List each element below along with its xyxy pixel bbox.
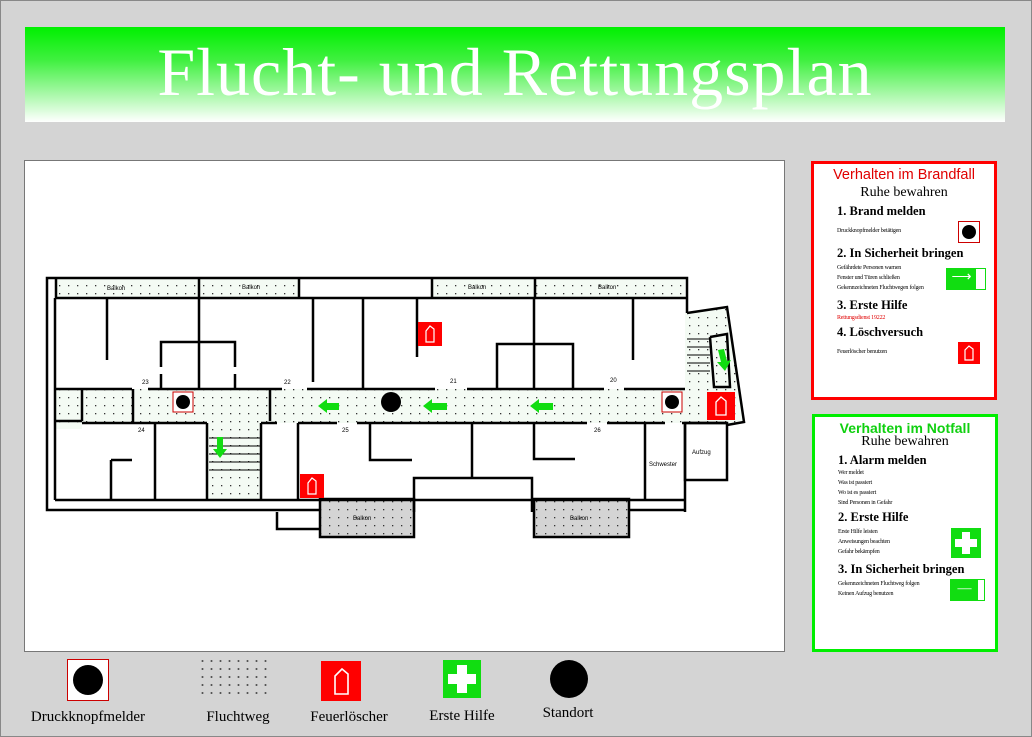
standort-icon <box>550 660 588 698</box>
step-line: Gefahr bekämpfen <box>838 549 880 555</box>
room-label-aufzug: Aufzug <box>692 450 711 456</box>
standort-marker <box>381 392 401 412</box>
plan-labels: Balkon Balkon Balkon Balkon Balkon Balko… <box>107 285 711 522</box>
legend-label: Feuerlöscher <box>310 709 388 725</box>
room-label-schwester: Schwester <box>649 462 677 468</box>
stay-calm-text: Ruhe bewahren <box>861 434 949 449</box>
first-aid-icon <box>951 528 981 558</box>
step-row: Gefährdete Personen warnen Fenster und T… <box>820 263 988 295</box>
emergency-instructions-panel: Verhalten im Notfall Ruhe bewahren 1. Al… <box>812 414 998 652</box>
step-row: Gekennzeichneten Fluchtweg folgen Keinen… <box>821 579 989 601</box>
balcony-label: Balkon <box>468 285 486 291</box>
step-line: Fenster und Türen schließen <box>837 275 900 281</box>
step-line: Wo ist es passiert <box>838 490 877 496</box>
step-heading: 3. In Sicherheit bringen <box>838 562 965 576</box>
step-line: Erste Hilfe leisten <box>838 529 878 535</box>
room-number: 20 <box>610 378 617 384</box>
step-line: Was ist passiert <box>838 480 872 486</box>
step-line: Keinen Aufzug benutzen <box>838 591 894 597</box>
step-row: Erste Hilfe leisten Anweisungen beachten… <box>821 527 989 559</box>
emergency-panel-title: Verhalten im Notfall <box>839 420 971 436</box>
legend-label: Erste Hilfe <box>429 708 495 724</box>
fire-instructions-panel: Verhalten im Brandfall Ruhe bewahren 1. … <box>811 161 997 400</box>
step-line: Wer meldet <box>838 470 864 476</box>
stay-calm-text: Ruhe bewahren <box>860 185 948 200</box>
balcony-label: Balkon <box>107 286 125 292</box>
call-point-icon <box>958 221 980 243</box>
walls <box>45 276 746 539</box>
step-line: Gekennzeichneten Fluchtweg folgen <box>838 581 920 587</box>
fire-extinguishers <box>300 322 735 498</box>
room-number: 25 <box>342 428 349 434</box>
title-banner: Flucht- und Rettungsplan <box>25 27 1005 122</box>
escape-route-pattern-icon <box>198 657 270 697</box>
legend-label: Standort <box>542 705 594 721</box>
room-number: 21 <box>450 379 457 385</box>
balcony-label: Balkon <box>598 285 616 291</box>
step-heading: 4. Löschversuch <box>837 325 924 339</box>
exit-sign-icon: — <box>950 579 985 601</box>
floor-plan: Balkon Balkon Balkon Balkon Balkon Balko… <box>24 160 785 652</box>
legend-label: Druckknopfmelder <box>30 709 146 725</box>
step-line: Feuerlöscher benutzen <box>837 349 887 355</box>
step-line: Gekennzeichneten Fluchtwegen folgen <box>837 285 924 291</box>
exit-sign-icon: ⟶ <box>946 268 986 290</box>
arrow-left-icon <box>423 399 447 413</box>
room-number: 24 <box>138 428 145 434</box>
step-heading: 2. Erste Hilfe <box>838 510 909 524</box>
step-line: Rettungsdienst 19222 <box>837 315 886 321</box>
arrow-left-icon <box>530 399 553 413</box>
room-number: 22 <box>284 380 291 386</box>
floor-plan-drawing: Balkon Balkon Balkon Balkon Balkon Balko… <box>45 276 746 539</box>
step-heading: 1. Alarm melden <box>838 453 927 467</box>
legend-label: Fluchtweg <box>206 709 270 725</box>
balcony-label: Balkon <box>353 516 371 522</box>
step-row: Feuerlöscher benutzen <box>820 342 988 364</box>
call-point-icon <box>67 659 109 701</box>
escape-arrows <box>213 349 731 458</box>
step-line: Druckknopfmelder betätigen <box>837 228 901 234</box>
manual-call-points <box>172 391 683 413</box>
room-number: 23 <box>142 380 149 386</box>
step-heading: 3. Erste Hilfe <box>837 298 908 312</box>
fire-extinguisher-icon <box>321 661 361 701</box>
balcony-label: Balkon <box>242 285 260 291</box>
first-aid-icon <box>443 660 481 698</box>
step-line: Gefährdete Personen warnen <box>837 265 902 271</box>
fire-extinguisher-icon <box>958 342 980 364</box>
room-number: 26 <box>594 428 601 434</box>
fire-panel-title: Verhalten im Brandfall <box>833 167 975 183</box>
arrow-down-icon <box>213 437 227 458</box>
step-line: Sind Personen in Gefahr <box>838 500 893 506</box>
step-heading: 1. Brand melden <box>837 204 926 218</box>
step-row: Druckknopfmelder betätigen <box>820 221 988 243</box>
balcony-label: Balkon <box>570 516 588 522</box>
arrow-down-icon <box>717 349 731 371</box>
step-heading: 2. In Sicherheit bringen <box>837 246 964 260</box>
arrow-left-icon <box>318 399 339 413</box>
page-title: Flucht- und Rettungsplan <box>157 34 873 110</box>
step-line: Anweisungen beachten <box>838 539 890 545</box>
